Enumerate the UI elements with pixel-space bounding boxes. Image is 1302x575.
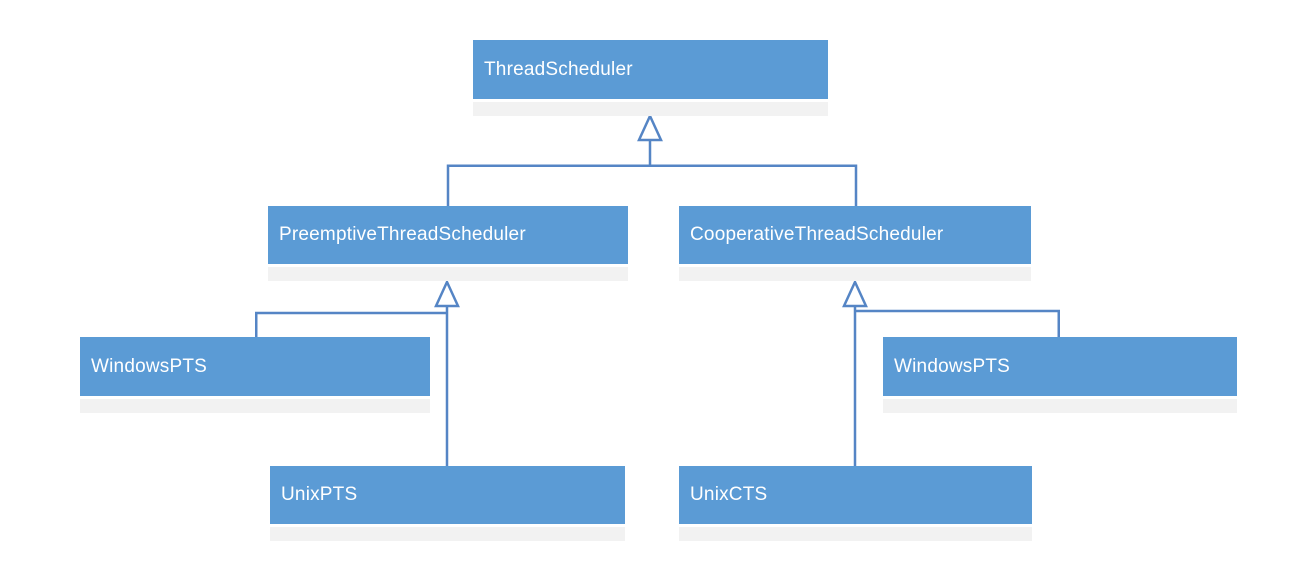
inheritance-connector-root (446, 139, 858, 207)
node-label: UnixPTS (281, 484, 358, 505)
node-label: PreemptiveThreadScheduler (279, 224, 526, 245)
node-label: CooperativeThreadScheduler (690, 224, 944, 245)
node-preemptive-thread-scheduler: PreemptiveThreadScheduler (268, 206, 628, 264)
node-shadow (473, 102, 828, 116)
inheritance-connector-preemptive (255, 304, 449, 466)
inheritance-arrowhead-icon (637, 112, 663, 142)
node-cooperative-thread-scheduler: CooperativeThreadScheduler (679, 206, 1031, 264)
node-unix-pts: UnixPTS (270, 466, 625, 524)
inheritance-arrowhead-icon (434, 278, 460, 308)
node-unix-cts: UnixCTS (679, 466, 1032, 524)
node-label: ThreadScheduler (484, 58, 633, 80)
node-windows-pts-right: WindowsPTS (883, 337, 1237, 396)
node-thread-scheduler: ThreadScheduler (473, 40, 828, 99)
node-shadow (270, 527, 625, 541)
node-shadow (679, 527, 1032, 541)
inheritance-connector-cooperative (853, 304, 1060, 466)
node-shadow (679, 267, 1031, 281)
node-shadow (883, 399, 1237, 413)
node-shadow (80, 399, 430, 413)
node-shadow (268, 267, 628, 281)
node-label: UnixCTS (690, 484, 768, 505)
inheritance-arrowhead-icon (842, 278, 868, 308)
node-label: WindowsPTS (91, 355, 208, 377)
node-label: WindowsPTS (894, 355, 1011, 377)
node-windows-pts-left: WindowsPTS (80, 337, 430, 396)
